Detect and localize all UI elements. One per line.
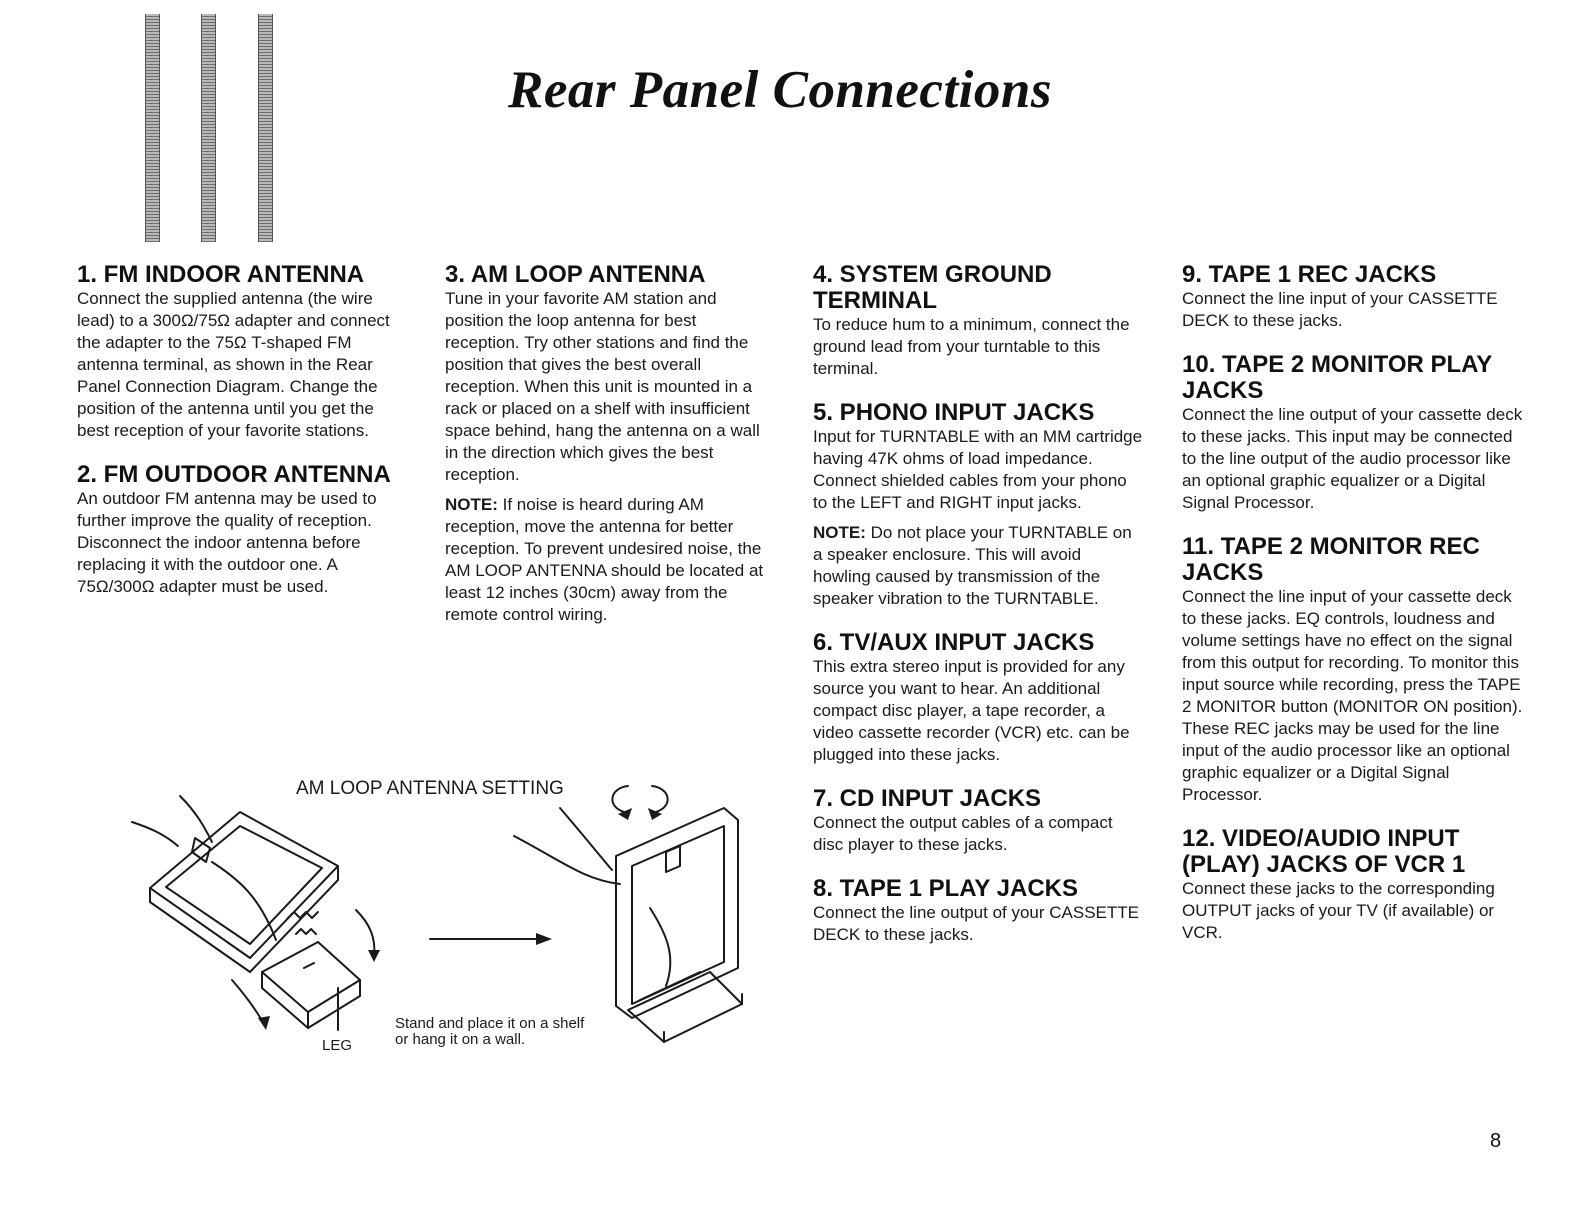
note-text: Do not place your TURNTABLE on a speaker… bbox=[813, 523, 1132, 608]
section-note: NOTE: If noise is heard during AM recept… bbox=[445, 494, 775, 626]
note-label: NOTE: bbox=[445, 495, 498, 514]
column-2: 3. AM LOOP ANTENNA Tune in your favorite… bbox=[445, 262, 775, 646]
decorative-bar bbox=[145, 14, 160, 242]
section-heading: 10. TAPE 2 MONITOR PLAY JACKS bbox=[1182, 351, 1492, 404]
section-body: This extra stereo input is provided for … bbox=[813, 657, 1130, 764]
column-1: 1. FM INDOOR ANTENNA Connect the supplie… bbox=[77, 262, 402, 618]
section-body: An outdoor FM antenna may be used to fur… bbox=[77, 489, 377, 596]
arrow-curve-icon bbox=[648, 808, 662, 820]
section-heading: 6. TV/AUX INPUT JACKS bbox=[813, 629, 1095, 656]
note-label: NOTE: bbox=[813, 523, 866, 542]
section-heading: 5. PHONO INPUT JACKS bbox=[813, 399, 1095, 426]
section-body: Connect the line output of your cassette… bbox=[1182, 405, 1523, 512]
section-video-audio-input-jacks: 12. VIDEO/AUDIO INPUT (PLAY) JACKS OF VC… bbox=[1182, 826, 1527, 944]
section-cd-input-jacks: 7. CD INPUT JACKS Connect the output cab… bbox=[813, 786, 1143, 856]
section-note: NOTE: Do not place your TURNTABLE on a s… bbox=[813, 522, 1143, 610]
arrow-curve-icon bbox=[618, 808, 632, 820]
section-am-loop-antenna: 3. AM LOOP ANTENNA Tune in your favorite… bbox=[445, 262, 775, 626]
section-heading: 7. CD INPUT JACKS bbox=[813, 785, 1042, 812]
section-heading: 2. FM OUTDOOR ANTENNA bbox=[77, 461, 391, 488]
decorative-bar bbox=[258, 14, 273, 242]
section-heading: 1. FM INDOOR ANTENNA bbox=[77, 261, 365, 288]
diagram-title: AM LOOP ANTENNA SETTING bbox=[296, 778, 564, 799]
antenna-flat-illustration bbox=[131, 795, 376, 1031]
section-tv-aux-input-jacks: 6. TV/AUX INPUT JACKS This extra stereo … bbox=[813, 630, 1143, 766]
section-body: Input for TURNTABLE with an MM cartridge… bbox=[813, 427, 1143, 512]
diagram-caption-line-2: or hang it on a wall. bbox=[395, 1031, 525, 1048]
section-fm-indoor-antenna: 1. FM INDOOR ANTENNA Connect the supplie… bbox=[77, 262, 402, 442]
section-heading: 3. AM LOOP ANTENNA bbox=[445, 261, 706, 288]
section-phono-input-jacks: 5. PHONO INPUT JACKS Input for TURNTABLE… bbox=[813, 400, 1143, 610]
section-heading: 4. SYSTEM GROUND TERMINAL bbox=[813, 261, 1052, 314]
section-heading: 8. TAPE 1 PLAY JACKS bbox=[813, 875, 1078, 902]
arrow-down-icon bbox=[368, 950, 380, 962]
column-3: 4. SYSTEM GROUND TERMINAL To reduce hum … bbox=[813, 262, 1143, 966]
section-system-ground-terminal: 4. SYSTEM GROUND TERMINAL To reduce hum … bbox=[813, 262, 1143, 380]
section-body: Connect these jacks to the corresponding… bbox=[1182, 879, 1495, 942]
section-body: Tune in your favorite AM station and pos… bbox=[445, 289, 760, 484]
section-tape2-monitor-play-jacks: 10. TAPE 2 MONITOR PLAY JACKS Connect th… bbox=[1182, 352, 1527, 514]
section-body: Connect the line input of your CASSETTE … bbox=[1182, 289, 1498, 330]
diagram-caption-line-1: Stand and place it on a shelf bbox=[395, 1015, 585, 1032]
decorative-bar bbox=[201, 14, 216, 242]
section-fm-outdoor-antenna: 2. FM OUTDOOR ANTENNA An outdoor FM ante… bbox=[77, 462, 402, 598]
section-body: Connect the line output of your CASSETTE… bbox=[813, 903, 1140, 944]
page-title: Rear Panel Connections bbox=[508, 61, 1053, 119]
rotate-arrows-icon bbox=[611, 785, 669, 813]
section-body: Connect the line input of your cassette … bbox=[1182, 587, 1523, 804]
section-tape1-rec-jacks: 9. TAPE 1 REC JACKS Connect the line inp… bbox=[1182, 262, 1527, 332]
arrow-down-icon bbox=[258, 1016, 270, 1030]
section-body: Connect the supplied antenna (the wire l… bbox=[77, 289, 390, 440]
section-body: Connect the output cables of a compact d… bbox=[813, 813, 1113, 854]
section-tape2-monitor-rec-jacks: 11. TAPE 2 MONITOR REC JACKS Connect the… bbox=[1182, 534, 1527, 806]
section-heading: 11. TAPE 2 MONITOR REC JACKS bbox=[1182, 533, 1480, 586]
leg-label: LEG bbox=[322, 1037, 352, 1054]
section-body: To reduce hum to a minimum, connect the … bbox=[813, 315, 1130, 378]
arrow-right-icon bbox=[536, 933, 552, 945]
antenna-upright-illustration bbox=[513, 807, 743, 1043]
section-tape1-play-jacks: 8. TAPE 1 PLAY JACKS Connect the line ou… bbox=[813, 876, 1143, 946]
note-text: If noise is heard during AM reception, m… bbox=[445, 495, 764, 624]
column-4: 9. TAPE 1 REC JACKS Connect the line inp… bbox=[1182, 262, 1527, 964]
page-number: 8 bbox=[1490, 1130, 1502, 1152]
section-heading: 12. VIDEO/AUDIO INPUT (PLAY) JACKS OF VC… bbox=[1182, 825, 1466, 878]
section-heading: 9. TAPE 1 REC JACKS bbox=[1182, 261, 1437, 288]
